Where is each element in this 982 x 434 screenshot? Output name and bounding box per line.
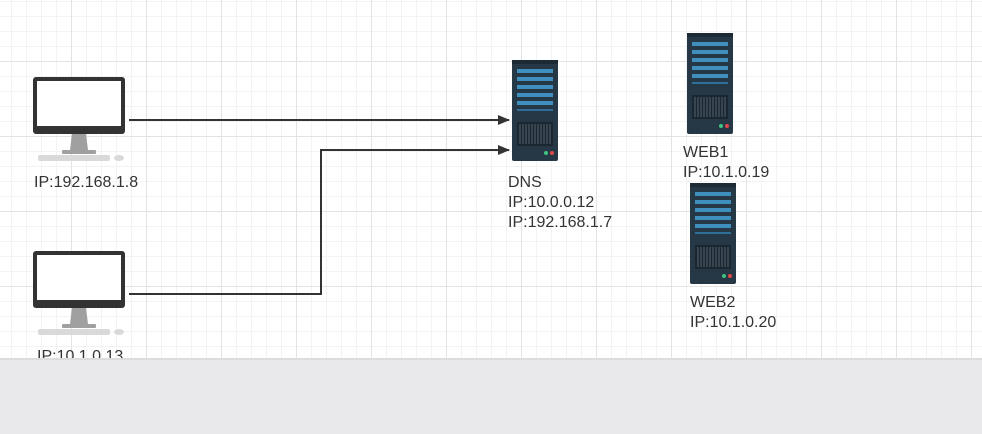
monitor-icon[interactable] <box>32 76 128 162</box>
dns-ip1-label: IP:10.0.0.12 <box>508 194 595 211</box>
web1-name-label: WEB1 <box>683 144 729 161</box>
web1-ip-label: IP:10.1.0.19 <box>683 164 770 181</box>
server-icon[interactable] <box>512 60 558 161</box>
diagram-canvas[interactable]: IP:192.168.1.8 IP:10.1.0.13 <box>0 0 982 358</box>
server-icon[interactable] <box>687 33 733 134</box>
server-icon[interactable] <box>690 183 736 284</box>
client1-ip-label: IP:192.168.1.8 <box>34 174 139 191</box>
dns-ip2-label: IP:192.168.1.7 <box>508 214 613 231</box>
canvas-border <box>0 358 982 360</box>
connector-layer <box>129 115 510 295</box>
web2-ip-label: IP:10.1.0.20 <box>690 314 777 331</box>
connector-client2-dns[interactable] <box>129 145 510 295</box>
dns-name-label: DNS <box>508 174 542 191</box>
web2-name-label: WEB2 <box>690 294 736 311</box>
bottom-panel <box>0 360 982 434</box>
client2-ip-label: IP:10.1.0.13 <box>37 348 124 358</box>
monitor-icon[interactable] <box>32 250 128 336</box>
